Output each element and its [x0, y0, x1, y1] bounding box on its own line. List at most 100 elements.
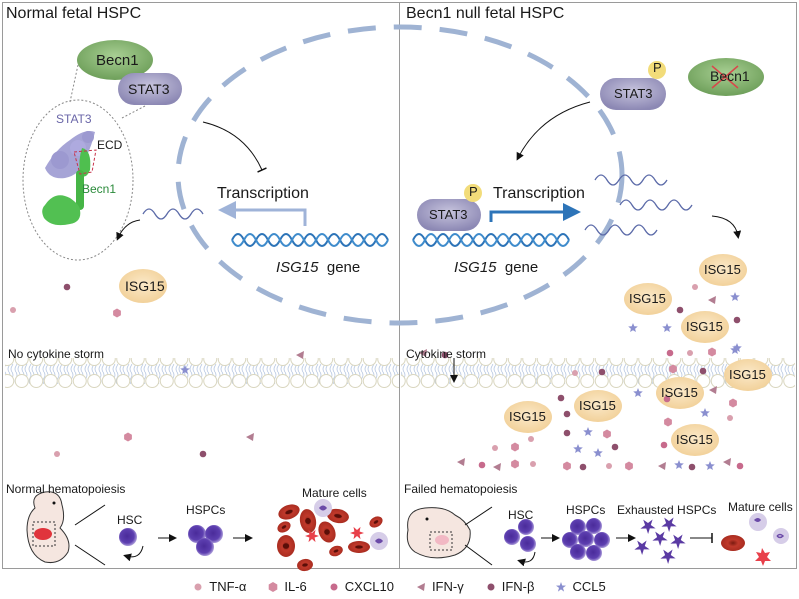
legend-item: CCL5 [556, 579, 606, 594]
becn1-protein [77, 40, 153, 80]
tnf-alpha-icon [54, 451, 60, 457]
legend-item: IFN-β [486, 579, 534, 594]
isg15-label: ISG15 [704, 262, 741, 277]
ifn-gamma-icon [419, 349, 427, 357]
stat3-label: STAT3 [128, 81, 170, 97]
exhausted-hspc [660, 549, 676, 564]
exhausted-hspc [652, 531, 668, 546]
mature-cells [721, 513, 789, 566]
failed-hematopoiesis-label: Failed hematopoiesis [404, 482, 518, 496]
ifn-gamma-icon [296, 351, 304, 359]
tnf-alpha-icon [528, 436, 534, 442]
ccl5-icon [732, 343, 742, 352]
isg15-gene-label: ISG15 gene [276, 259, 360, 276]
il6-icon [625, 461, 633, 471]
cxcl10-icon [666, 349, 674, 357]
exhausted-hspc [670, 534, 686, 549]
translation-arrow-right [711, 215, 742, 239]
cytokine-storm-label: Cytokine storm [406, 347, 487, 361]
stat3-protein [600, 78, 666, 110]
stat3-label: STAT3 [614, 86, 653, 101]
legend-item: IFN-γ [416, 579, 464, 594]
ifn-beta-icon [557, 394, 565, 402]
cytokines [10, 283, 744, 471]
cytokine-legend: TNF-α IL-6 CXCL10 IFN-γ IFN-β CCL5 [0, 574, 799, 599]
ifn-gamma-icon [416, 582, 425, 591]
ccl5-icon [730, 345, 740, 354]
no-cytokine-storm-label: No cytokine storm [8, 347, 105, 361]
self-renewal-arrow [123, 545, 144, 562]
inhibition-arrow [202, 121, 267, 173]
ccl5-icon [700, 408, 710, 417]
deletion-cross-icon [711, 65, 739, 89]
stat3-label: STAT3 [429, 207, 468, 222]
ifn-beta-icon [487, 583, 495, 590]
hsc-cell [504, 519, 536, 552]
ifn-beta-icon [699, 367, 707, 375]
mature-cells-label: Mature cells [302, 486, 367, 500]
isg15-label: ISG15 [579, 398, 616, 413]
ccl5-icon [556, 581, 567, 592]
zoom-line [464, 544, 493, 566]
exhausted-hspc [634, 540, 650, 555]
ccl5-icon [705, 461, 715, 470]
transcription-arrow-right [489, 203, 581, 222]
hspc-cells [562, 518, 610, 561]
dna-helix-left [231, 233, 389, 247]
ifn-beta-icon [579, 463, 587, 471]
cxcl10-icon [663, 395, 671, 403]
embryo-right [406, 507, 471, 559]
ifn-gamma-icon [708, 296, 716, 304]
il6-icon [729, 398, 737, 408]
isg15-label: ISG15 [661, 385, 698, 400]
structure-inset [22, 99, 134, 261]
ccl5-icon [593, 448, 603, 457]
exhausted-hspcs-label: Exhausted HSPCs [617, 503, 717, 517]
transcription-label: Transcription [217, 185, 309, 202]
normal-hematopoiesis-label: Normal hematopoiesis [6, 482, 126, 496]
dna-helix-right [412, 233, 570, 247]
ifn-beta-icon [441, 351, 449, 359]
phospho-label: P [653, 60, 662, 75]
mature-cells-label: Mature cells [728, 500, 793, 514]
hspc-cells [188, 525, 223, 556]
gene-name: ISG15 [454, 259, 497, 276]
ifn-beta-icon [688, 463, 696, 471]
il6-icon [708, 347, 716, 357]
ifn-gamma-icon [246, 433, 254, 441]
ccl5-icon [180, 365, 190, 374]
ifn-beta-icon [63, 283, 71, 291]
tnf-alpha-icon [530, 461, 536, 467]
ccl5-icon [730, 292, 740, 301]
isg15-label: ISG15 [509, 409, 546, 424]
ifn-beta-icon [733, 316, 741, 324]
gene-suffix: gene [326, 259, 361, 276]
isg15-label: ISG15 [676, 432, 713, 447]
transcription-arrow-left [218, 201, 307, 226]
il6-icon [124, 432, 132, 442]
ifn-beta-icon [563, 410, 571, 418]
legend-item: IL-6 [268, 579, 307, 594]
ifn-gamma-icon [457, 458, 465, 466]
tnf-alpha-icon [692, 284, 698, 290]
hsc-label: HSC [117, 513, 143, 527]
il6-icon [603, 429, 611, 439]
becn1-deleted-label: Becn1 [710, 68, 750, 84]
exhausted-hspc-cells [634, 517, 686, 564]
phospho-group [464, 184, 482, 202]
panel-title-right: Becn1 null fetal HSPC [406, 5, 565, 22]
ifn-beta-icon [611, 443, 619, 451]
nuclear-translocation-arrow [516, 101, 591, 161]
tnf-alpha-icon [572, 370, 578, 376]
zoom-guide-line [69, 64, 79, 103]
il6-icon [511, 442, 519, 452]
il6-icon [269, 581, 278, 592]
structure-stat3-label: STAT3 [56, 112, 92, 126]
zoom-line [464, 506, 493, 526]
tnf-alpha-icon [727, 415, 733, 421]
legend-item: TNF-α [193, 579, 246, 594]
ccl5-icon [633, 388, 643, 397]
zoom-guide-line [121, 105, 146, 119]
tnf-alpha-icon [606, 463, 612, 469]
translation-arrow-left [116, 219, 141, 241]
